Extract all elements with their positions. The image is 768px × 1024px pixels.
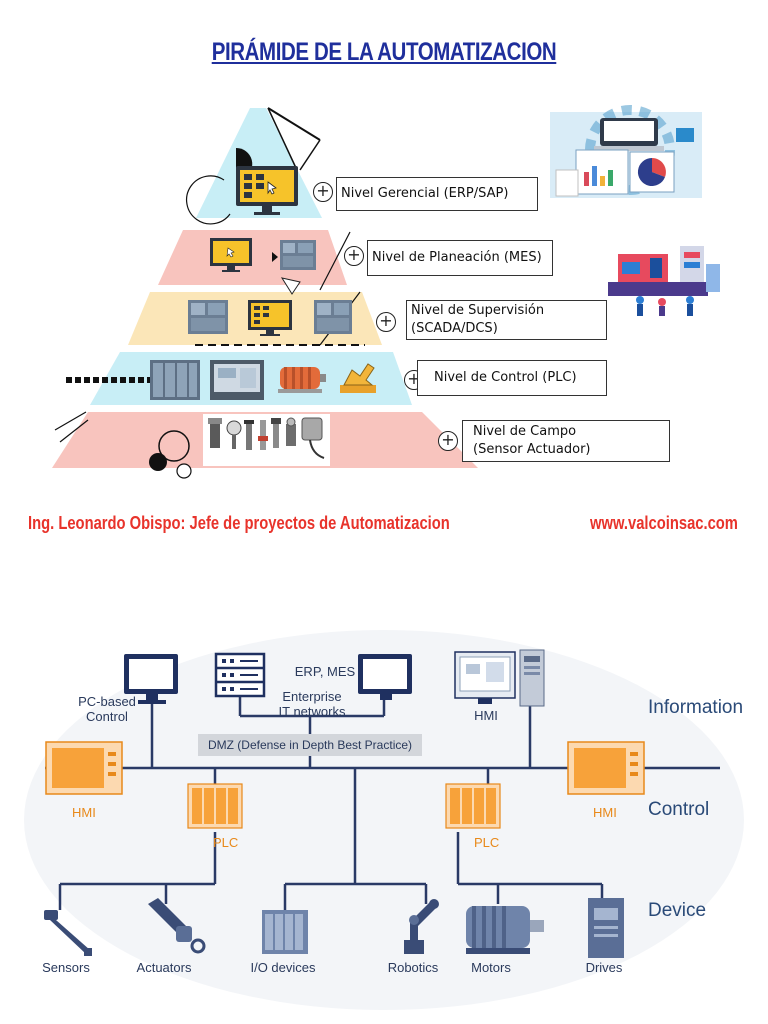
factory-illustration-image xyxy=(608,246,720,316)
plc-right-icon xyxy=(445,783,501,829)
motor-network-icon xyxy=(466,906,544,954)
drive-icon xyxy=(588,898,624,958)
plus-icon[interactable]: + xyxy=(313,182,333,202)
scada-panel-right-icon xyxy=(314,300,352,334)
erp-dashboard-image xyxy=(550,105,702,198)
mes-monitor-icon xyxy=(210,238,252,272)
hmi-panel-icon xyxy=(210,360,264,400)
tier-control-label: Control xyxy=(648,799,710,820)
hmi-right-label: HMI xyxy=(593,805,617,820)
device-label-motors: Motors xyxy=(471,960,511,975)
plc-left-icon xyxy=(187,783,243,829)
hmi-workstation-icon xyxy=(454,649,545,707)
level-label-text: Nivel de Planeación (MES) xyxy=(372,250,542,265)
sensor-icon xyxy=(44,910,92,956)
level-label-planeacion: Nivel de Planeación (MES) xyxy=(367,240,553,276)
enterprise-label: Enterprise IT networks xyxy=(278,689,346,719)
level-label-control: Nivel de Control (PLC) xyxy=(417,360,607,396)
author-credit: Ing. Leonardo Obispo: Jefe de proyectos … xyxy=(28,513,450,533)
io-devices-icon xyxy=(262,910,308,954)
plus-icon[interactable]: + xyxy=(438,431,458,451)
actuator-icon xyxy=(148,898,206,954)
pyramid-band-planeacion xyxy=(158,230,347,285)
level-label-subtext: (SCADA/DCS) xyxy=(411,321,498,336)
scada-panel-left-icon xyxy=(188,300,228,334)
level-label-text: Nivel Gerencial (ERP/SAP) xyxy=(341,186,509,201)
level-label-supervision: Nivel de Supervisión (SCADA/DCS) xyxy=(406,300,607,340)
device-label-sensors: Sensors xyxy=(42,960,90,975)
website-link[interactable]: www.valcoinsac.com xyxy=(590,513,738,533)
page-title: PIRÁMIDE DE LA AUTOMATIZACION xyxy=(211,38,557,66)
erp-monitor-network-icon xyxy=(358,654,412,700)
device-label-drives: Drives xyxy=(585,960,623,975)
plc-left-label: PLC xyxy=(213,835,239,850)
tier-information-label: Information xyxy=(648,697,744,718)
hmi-right-panel-icon xyxy=(567,741,645,795)
field-instruments-icon xyxy=(203,414,330,466)
dmz-bar xyxy=(198,734,422,756)
device-label-io: I/O devices xyxy=(250,960,316,975)
level-label-text: Nivel de Campo xyxy=(473,424,577,439)
plus-icon[interactable]: + xyxy=(376,312,396,332)
pc-monitor-icon xyxy=(124,654,178,704)
device-label-robotics: Robotics xyxy=(387,960,439,975)
plc-rack-icon xyxy=(150,360,200,400)
robot-icon xyxy=(404,899,439,954)
level-label-subtext: (Sensor Actuador) xyxy=(473,442,591,457)
plus-icon[interactable]: + xyxy=(344,246,364,266)
mes-panel-icon xyxy=(280,240,316,270)
network-diagram xyxy=(24,630,744,1010)
level-label-gerencial: Nivel Gerencial (ERP/SAP) xyxy=(336,177,538,211)
robot-arm-icon xyxy=(340,363,376,393)
tier-device-label: Device xyxy=(648,900,707,921)
hmi-top-label: HMI xyxy=(474,708,498,723)
plc-right-label: PLC xyxy=(474,835,500,850)
hmi-left-label: HMI xyxy=(72,805,96,820)
level-label-text: Nivel de Supervisión xyxy=(411,303,545,318)
device-label-actuators: Actuators xyxy=(136,960,192,975)
server-rack-icon xyxy=(214,652,266,698)
hmi-left-panel-icon xyxy=(45,741,123,795)
level-label-campo: Nivel de Campo (Sensor Actuador) xyxy=(462,420,670,462)
erp-monitor-icon xyxy=(236,166,298,215)
erp-mes-label: ERP, MES xyxy=(294,664,356,679)
pc-based-control-label: PC-based Control xyxy=(78,694,136,724)
motor-icon xyxy=(278,367,326,393)
dmz-label: DMZ (Defense in Depth Best Practice) xyxy=(207,738,413,752)
pyramid-graphic xyxy=(52,105,720,479)
scada-monitor-icon xyxy=(248,300,292,336)
level-label-text: Nivel de Control (PLC) xyxy=(434,370,577,385)
